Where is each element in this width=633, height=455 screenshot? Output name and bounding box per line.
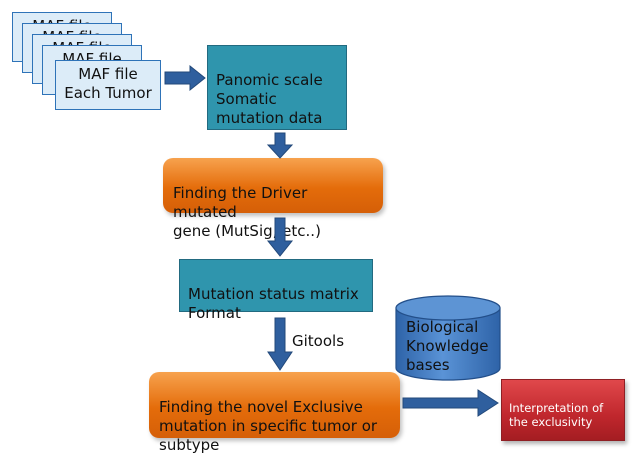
- arrow-maf-to-panomic: [164, 64, 206, 92]
- driver-gene-box: Finding the Driver mutated gene (MutSig,…: [163, 158, 383, 240]
- mutation-matrix-box: Mutation status matrix Format: [179, 259, 373, 322]
- interpretation-label: Interpretation of the exclusivity: [509, 401, 604, 429]
- maf-file-card-front: MAF file Each Tumor: [55, 60, 161, 110]
- maf-file-front-label: MAF file Each Tumor: [64, 65, 152, 102]
- arrow-panomic-to-driver: [266, 132, 294, 159]
- exclusive-mutation-label: Finding the novel Exclusive mutation in …: [159, 398, 378, 454]
- exclusive-mutation-box: Finding the novel Exclusive mutation in …: [149, 372, 400, 454]
- panomic-data-label: Panomic scale Somatic mutation data: [216, 71, 323, 127]
- panomic-data-box: Panomic scale Somatic mutation data: [207, 45, 347, 130]
- interpretation-box: Interpretation of the exclusivity: [501, 379, 625, 441]
- arrow-matrix-to-exclusive: [267, 317, 293, 371]
- driver-gene-label: Finding the Driver mutated gene (MutSig,…: [173, 184, 321, 240]
- knowledge-bases-label: Biological Knowledge bases: [406, 318, 489, 374]
- mutation-matrix-label: Mutation status matrix Format: [188, 285, 359, 322]
- arrow-exclusive-to-interpretation: [402, 389, 499, 417]
- gitools-label: Gitools: [292, 332, 345, 350]
